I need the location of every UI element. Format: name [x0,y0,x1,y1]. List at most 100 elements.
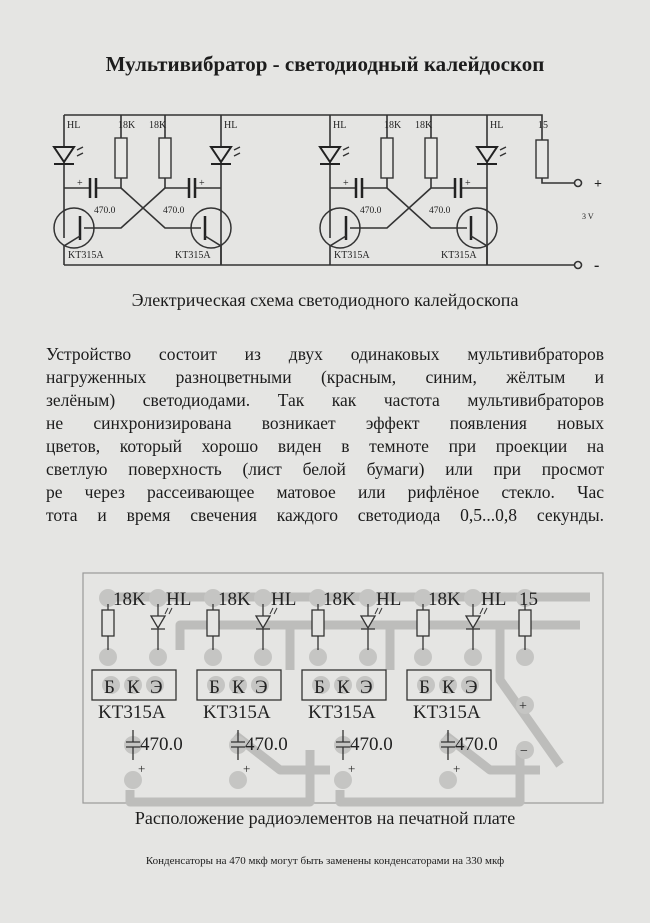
led-icon [475,146,499,165]
solder-pad [516,648,534,666]
terminal-plus [573,178,583,188]
led-icon [149,604,167,650]
plus-sign: + [343,178,349,189]
led-icon [209,146,233,165]
capacitor-icon [231,730,245,760]
transistor-icon [456,207,498,249]
solder-pad [464,648,482,666]
pin-label: Э [465,677,478,698]
pin-label: К [127,677,140,698]
plus-terminal-label: + [594,177,602,192]
solder-pad [461,676,479,694]
minus-pad-label: − [520,744,528,759]
resistor-icon [101,609,115,637]
pcb-capacitor-label: 470.0 [455,734,498,755]
transistor-outline [196,669,282,701]
plus-sign: + [138,761,145,776]
description-line: Устройство состоит из двух одинаковых му… [46,344,604,364]
description-line: нагруженных разноцветными (красным, сини… [46,367,604,387]
resistor-label: 18K [415,120,433,131]
transistor-outline [91,669,177,701]
light-rays-icon [374,607,383,615]
solder-pad [516,589,534,607]
transistor-outline [406,669,492,701]
resistor-icon [535,139,549,179]
resistor-icon [424,137,438,179]
solder-pad [334,736,352,754]
light-rays-icon [499,146,507,157]
pin-label: Э [150,677,163,698]
led-label: HL [333,120,346,131]
top-rail [64,114,543,140]
pin-label: К [337,677,350,698]
resistor-icon [158,137,172,179]
pin-label: К [442,677,455,698]
solder-pad [149,648,167,666]
schematic-caption: Электрическая схема светодиодного калейд… [131,290,519,310]
description-line: ре через рассеивающее матовое или рифлён… [46,482,604,502]
solder-pad [439,771,457,789]
solder-pad [99,589,117,607]
solder-pad [229,736,247,754]
solder-pad [251,676,269,694]
solder-pad [414,648,432,666]
solder-pad [229,676,247,694]
light-rays-icon [479,607,488,615]
transistor-label: KT315A [175,250,211,261]
solder-pad [309,589,327,607]
solder-pad [516,741,534,759]
resistor-label: 18K [149,120,167,131]
led-label: HL [224,120,237,131]
solder-pad [124,736,142,754]
led-icon [254,604,272,650]
solder-pad [334,676,352,694]
pcb-capacitor-label: 470.0 [140,734,183,755]
capacitor-icon [336,730,350,760]
light-rays-icon [342,146,350,157]
pcb-caption: Расположение радиоэлементов на печатной … [134,808,516,828]
solder-pad [334,771,352,789]
solder-pad [254,589,272,607]
page-title: Мультивибратор - светодиодный калейдоско… [105,52,545,76]
resistor-icon [518,609,532,637]
pin-label: Б [104,677,115,698]
solder-pad [204,648,222,666]
capacitor-label: 470.0 [429,206,451,216]
wire [329,235,347,265]
solder-pad [414,589,432,607]
solder-pad [439,676,457,694]
pin-label: Э [255,677,268,698]
resistor-label: 18K [384,120,402,131]
solder-pad [204,589,222,607]
solder-pad [99,648,117,666]
light-rays-icon [233,146,241,157]
wire [84,187,201,229]
plus-sign: + [348,761,355,776]
led-icon [52,146,76,165]
pin-label: К [232,677,245,698]
plus-sign: + [199,178,205,189]
led-icon [318,146,342,165]
transistor-icon [53,207,95,249]
pin-label: Э [360,677,373,698]
capacitor-icon [441,730,455,760]
description-line: не синхронизирована возникает эффект поя… [46,413,604,433]
plus-pad-label: + [519,699,527,714]
light-rays-icon [76,146,84,157]
solder-pad [356,676,374,694]
plus-sign: + [77,178,83,189]
solder-pad [146,676,164,694]
resistor-label: 15 [538,120,548,131]
plus-sign: + [243,761,250,776]
pin-label: Б [314,677,325,698]
pcb-capacitor-label: 470.0 [350,734,393,755]
plus-sign: + [453,761,460,776]
solder-pad [102,676,120,694]
voltage-label: 3 V [582,212,594,221]
terminal-minus [573,260,583,270]
capacitor-icon [126,730,140,760]
wire [541,178,575,184]
solder-pad [516,696,534,714]
